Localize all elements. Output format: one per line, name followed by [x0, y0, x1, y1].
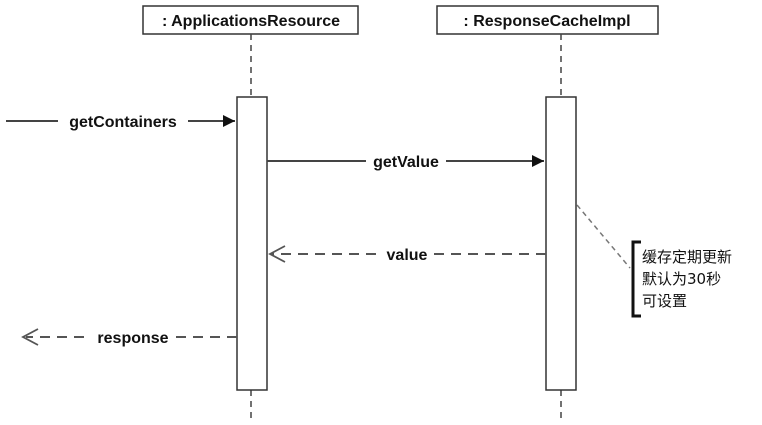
message-label: value	[387, 247, 428, 264]
lifeline-response-cache-impl: : ResponseCacheImpl	[436, 5, 659, 420]
label-backdrop	[90, 327, 176, 347]
lifeline-head-box	[142, 5, 359, 35]
label-backdrop	[381, 244, 433, 264]
message-label: getContainers	[69, 114, 177, 131]
note-comment: 缓存定期更新 默认为30秒 可设置	[576, 204, 732, 318]
label-backdrop	[366, 151, 446, 171]
message-get-containers: getContainers	[6, 111, 235, 131]
note-line: 可设置	[642, 292, 687, 310]
message-response-return: response	[21, 327, 237, 347]
message-label: getValue	[373, 154, 439, 171]
lifeline-title: : ResponseCacheImpl	[463, 13, 630, 30]
message-label: response	[97, 330, 168, 347]
note-bracket	[631, 240, 641, 318]
activation-bar	[545, 96, 577, 391]
note-line: 缓存定期更新	[642, 248, 732, 266]
note-connector	[576, 204, 631, 269]
lifeline-title: : ApplicationsResource	[162, 13, 340, 30]
open-arrowhead	[268, 245, 286, 263]
lifeline-head-box	[436, 5, 659, 35]
label-backdrop	[58, 111, 188, 131]
activation-bar	[236, 96, 268, 391]
open-arrowhead	[21, 328, 39, 346]
lifeline-applications-resource: : ApplicationsResource	[142, 5, 359, 420]
message-value-return: value	[268, 244, 546, 264]
note-line: 默认为30秒	[642, 270, 721, 288]
message-get-value: getValue	[267, 151, 544, 171]
